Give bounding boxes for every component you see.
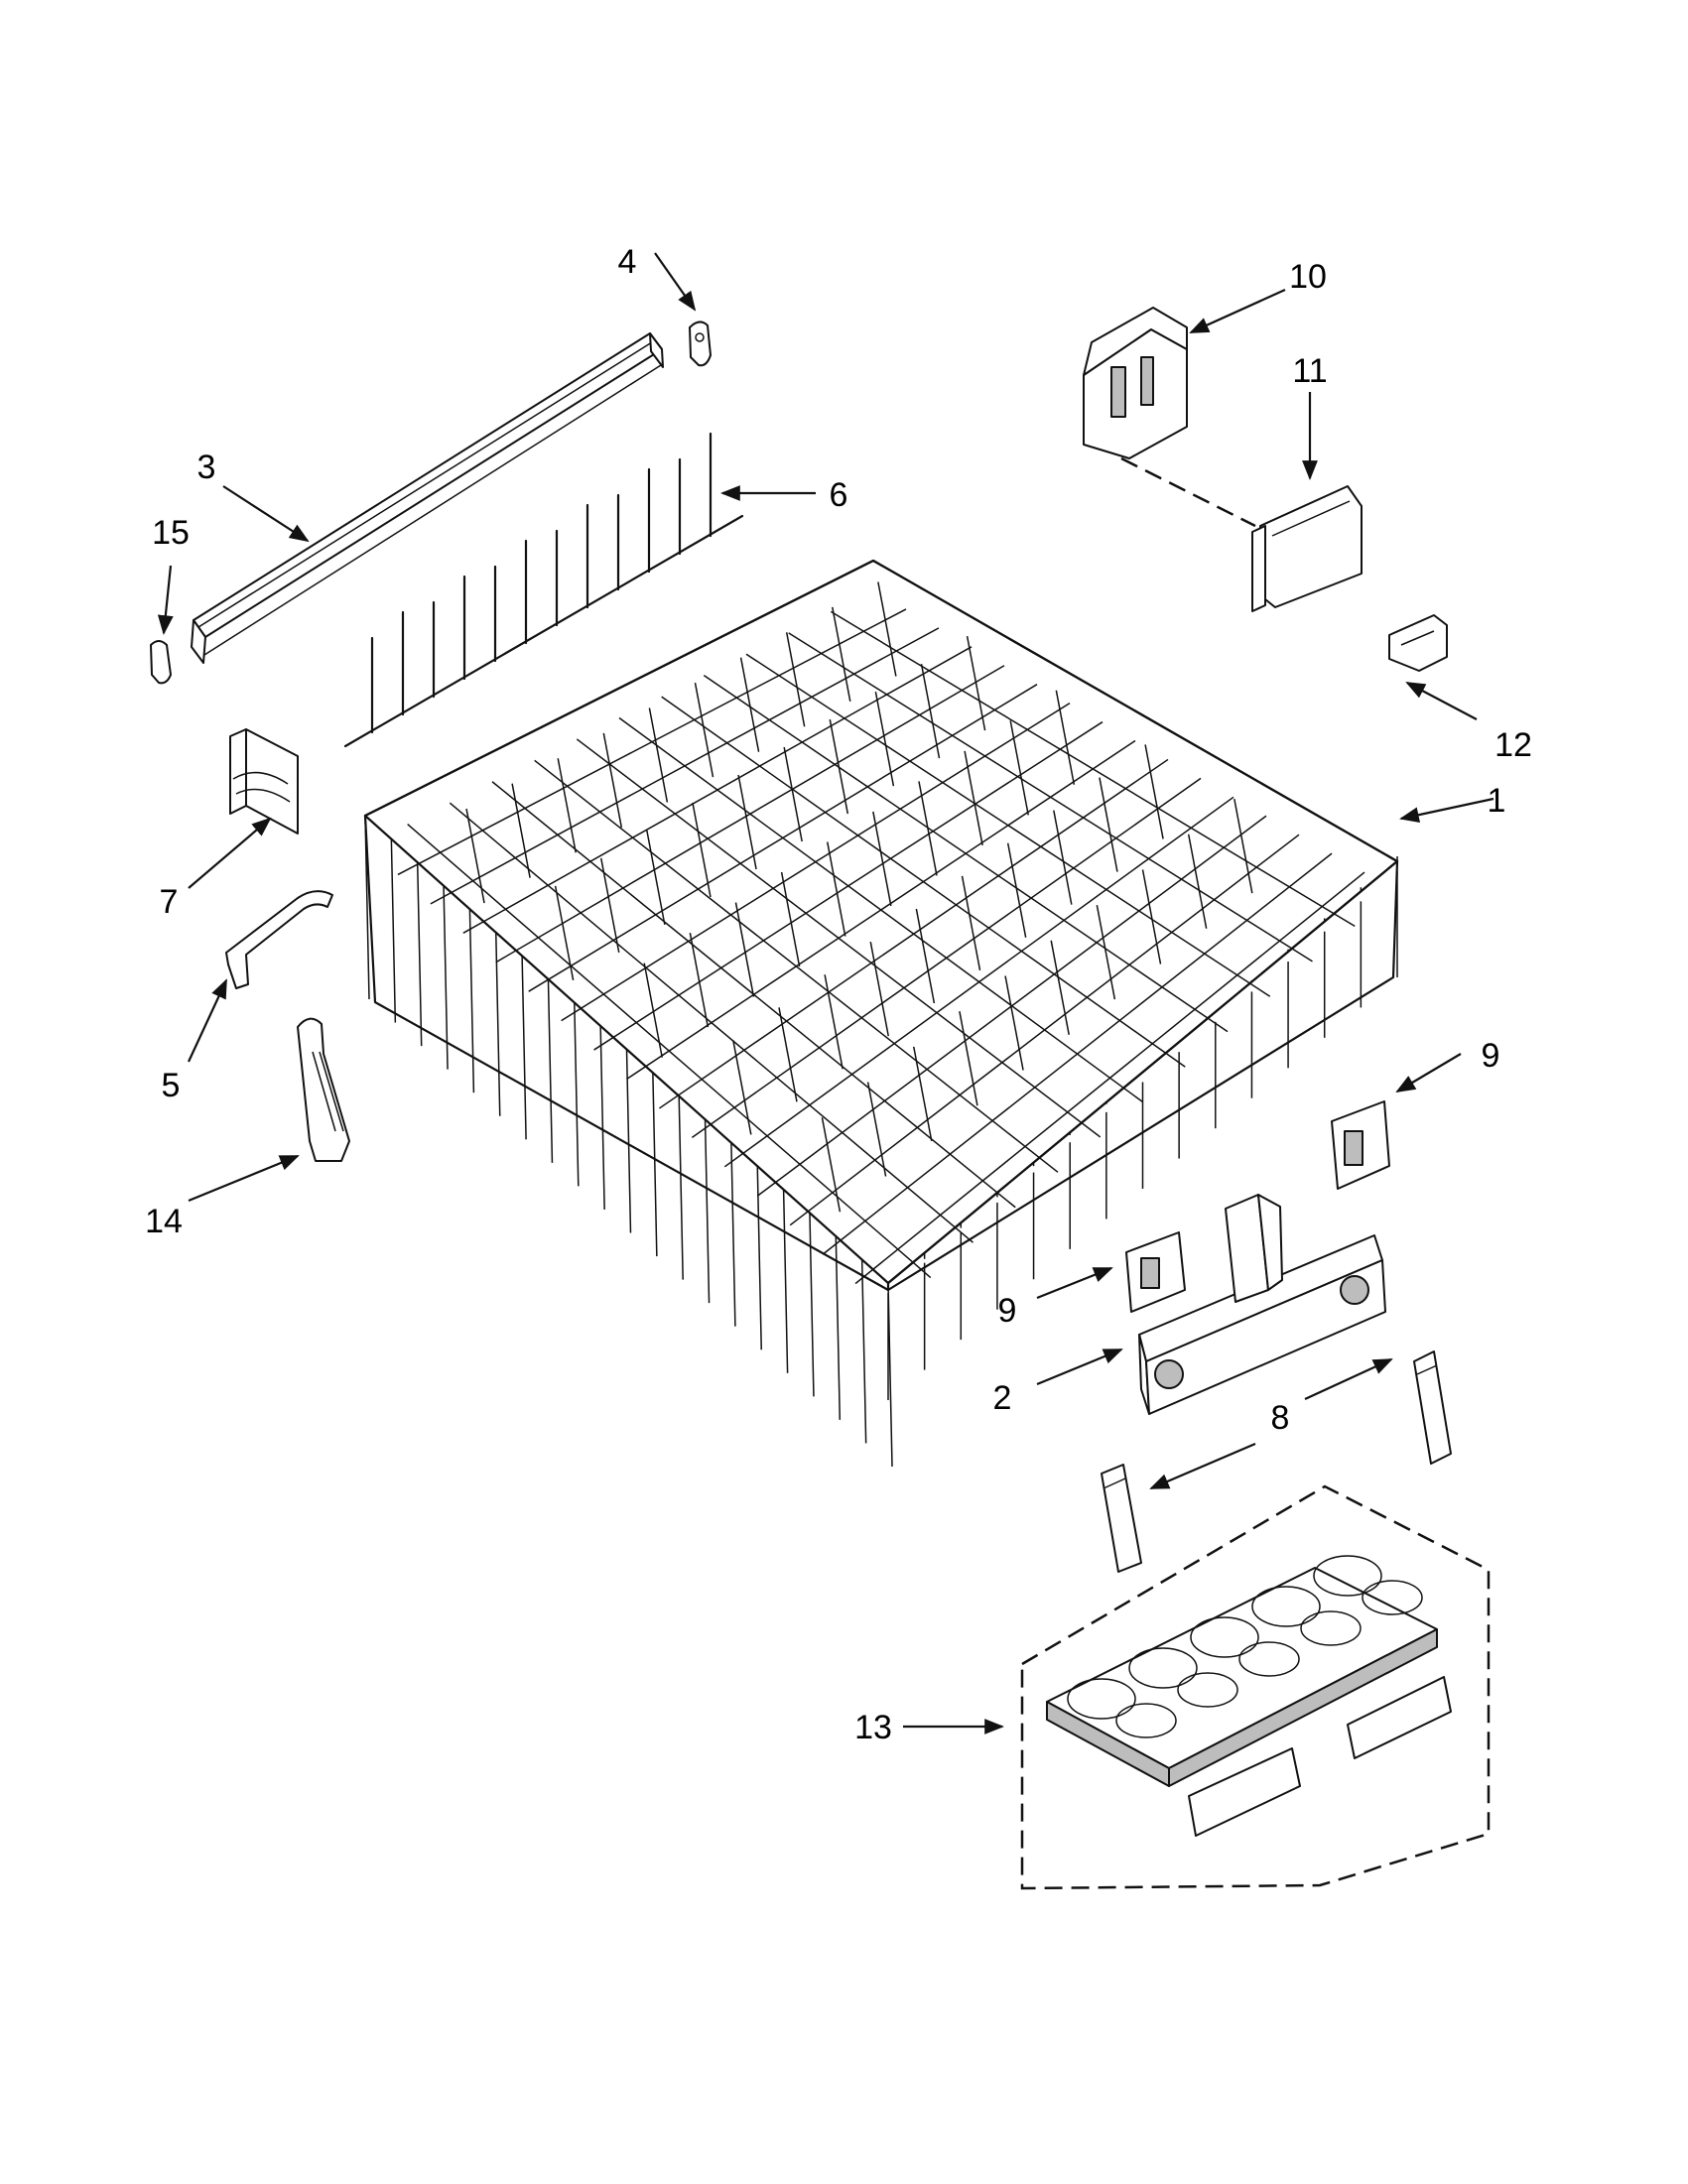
part-3-rack-rail bbox=[191, 332, 664, 664]
part-8-stop-right bbox=[1413, 1350, 1452, 1465]
callout-6: 6 bbox=[830, 476, 848, 514]
part-9-clip-left bbox=[1125, 1231, 1186, 1313]
callout-8: 8 bbox=[1271, 1399, 1290, 1437]
part-2-rack-adjuster bbox=[1138, 1194, 1386, 1415]
callout-1: 1 bbox=[1488, 782, 1506, 820]
callout-15: 15 bbox=[152, 514, 190, 552]
callout-9-upper: 9 bbox=[1482, 1037, 1500, 1075]
callout-11: 11 bbox=[1292, 352, 1327, 390]
callout-10: 10 bbox=[1289, 258, 1327, 296]
part-6-tine-row bbox=[343, 432, 744, 748]
leader-lines bbox=[157, 252, 1494, 1734]
callout-3: 3 bbox=[197, 449, 216, 486]
callout-2: 2 bbox=[993, 1379, 1012, 1417]
callout-labels: 1 2 3 4 5 6 7 8 9 9 10 11 12 13 14 15 bbox=[145, 243, 1532, 1746]
callout-14: 14 bbox=[145, 1203, 183, 1240]
part-10-bracket bbox=[1083, 307, 1188, 459]
callout-4: 4 bbox=[618, 243, 637, 281]
part-5-lever bbox=[225, 890, 333, 989]
callout-9-lower: 9 bbox=[998, 1292, 1017, 1330]
callout-5: 5 bbox=[162, 1067, 181, 1104]
part-9-clip-right bbox=[1331, 1100, 1390, 1190]
part-14-clip bbox=[297, 1017, 350, 1162]
callout-13: 13 bbox=[854, 1709, 892, 1746]
part-4-rail-end-cap bbox=[689, 321, 712, 367]
part-12-clip bbox=[1388, 614, 1448, 672]
part-15-rail-end-cap bbox=[150, 640, 172, 685]
part-1-upper-rack bbox=[363, 559, 1399, 1468]
part-7-rack-clip bbox=[229, 728, 299, 835]
part-13-tray-kit bbox=[1046, 1555, 1452, 1837]
part-11-cover bbox=[1251, 485, 1363, 612]
callout-7: 7 bbox=[160, 883, 179, 921]
callout-12: 12 bbox=[1494, 726, 1532, 764]
part-8-stop-left bbox=[1101, 1464, 1142, 1573]
